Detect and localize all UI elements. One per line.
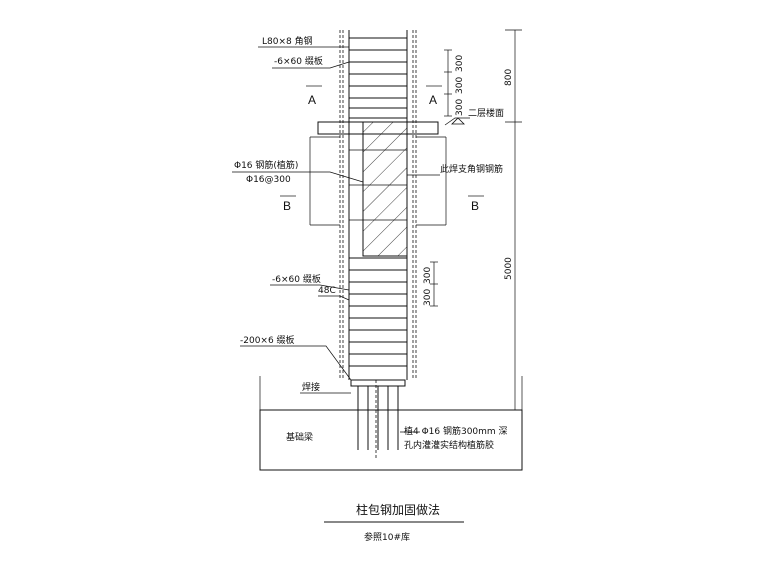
title-block: 柱包钢加固做法 参照10#库 (324, 502, 464, 543)
label-anchor-line2: 孔内灌灌实结构植筋胶 (404, 439, 494, 451)
dimension-lines (430, 29, 522, 411)
section-a-left: A (308, 93, 316, 107)
section-b-left: B (283, 199, 291, 213)
dim-300-5: 300 (423, 289, 433, 306)
dim-800: 800 (504, 69, 514, 86)
dim-300-4: 300 (423, 267, 433, 284)
floor-level-mark (451, 117, 465, 125)
dim-300-1: 300 (455, 55, 465, 72)
drawing-title: 柱包钢加固做法 (356, 502, 440, 517)
label-base-plate: -200×6 缀板 (240, 334, 295, 346)
label-rebar: Φ16 钢筋(植筋) (234, 159, 298, 171)
label-batten-top: -6×60 缀板 (274, 55, 323, 67)
dim-300-3: 300 (455, 99, 465, 116)
battens-lower (348, 257, 408, 367)
label-angle-steel: L80×8 角钢 (262, 35, 313, 47)
section-a-right: A (429, 93, 437, 107)
section-b-right: B (471, 199, 479, 213)
label-batten-mid: -6×60 缀板 (272, 273, 321, 285)
label-weld: 焊接 (302, 381, 320, 393)
battens-upper (348, 37, 408, 119)
concrete-infill (349, 121, 408, 257)
drawing-subtitle: 参照10#库 (364, 531, 410, 543)
label-foundation: 基础梁 (286, 431, 313, 443)
dim-5000: 5000 (504, 257, 514, 280)
foundation-beam (259, 376, 523, 471)
dim-300-2: 300 (455, 77, 465, 94)
section-markers: A A B B (280, 85, 484, 213)
label-anchor-line1: 植4 Φ16 钢筋300mm 深 (404, 425, 508, 437)
label-through-rebar: 此焊支角钢钢筋 (440, 163, 503, 175)
label-floor-level: 二层楼面 (468, 107, 504, 119)
label-small-angle: 48C (318, 286, 336, 296)
leader-lines (232, 46, 470, 433)
label-rebar-spacing: Φ16@300 (246, 175, 291, 185)
